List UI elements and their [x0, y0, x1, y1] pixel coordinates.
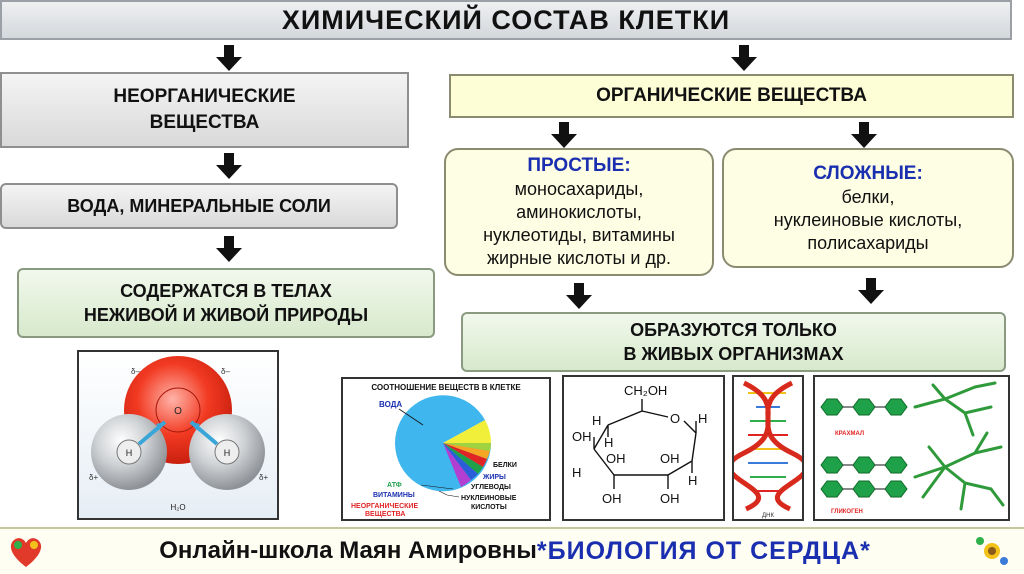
partial-charge-label: δ+	[89, 473, 98, 482]
water-molecule-icon: O H H δ– δ– δ+ δ+ H₂O	[89, 356, 268, 512]
complex-item: полисахариды	[807, 232, 929, 253]
glycogen-label: ГЛИКОГЕН	[831, 509, 863, 515]
simple-item: аминокислоты,	[516, 202, 642, 222]
pie-label-fats: ЖИРЫ	[482, 474, 506, 481]
polysaccharides-image: КРАХМАЛ ГЛИКОГЕН	[813, 375, 1010, 521]
hydrogen-atom-label: H	[126, 448, 133, 458]
inorganic-substances-box: НЕОРГАНИЧЕСКИЕ ВЕЩЕСТВА	[0, 72, 409, 148]
inorganic-label-line2: ВЕЩЕСТВА	[149, 112, 260, 133]
hydroxyl-label: OH	[572, 429, 592, 444]
arrow-down-icon	[216, 153, 242, 179]
hydrogen-label: H	[572, 465, 581, 480]
water-formula: H₂O	[170, 503, 185, 512]
hydrogen-label: H	[688, 473, 697, 488]
simple-heading: ПРОСТЫЕ:	[527, 155, 631, 176]
page-title: ХИМИЧЕСКИЙ СОСТАВ КЛЕТКИ	[0, 0, 1012, 40]
arrow-down-icon	[858, 278, 884, 304]
organic-label: ОРГАНИЧЕСКИЕ ВЕЩЕСТВА	[596, 85, 867, 106]
organic-substances-box: ОРГАНИЧЕСКИЕ ВЕЩЕСТВА	[449, 74, 1014, 118]
organic-occurrence-box: ОБРАЗУЮТСЯ ТОЛЬКО В ЖИВЫХ ОРГАНИЗМАХ	[461, 312, 1006, 372]
hydrogen-label: H	[592, 413, 601, 428]
dna-helix-image: ДНК	[726, 375, 810, 521]
complex-heading: СЛОЖНЫЕ:	[813, 162, 923, 184]
hydrogen-label: H	[698, 411, 707, 426]
partial-charge-label: δ+	[259, 473, 268, 482]
school-name: Онлайн-школа Маян Амировны	[159, 537, 537, 564]
hydroxyl-label: OH	[660, 491, 680, 506]
simple-item: жирные кислоты и др.	[487, 248, 671, 268]
heart-logo-icon	[10, 538, 42, 567]
pie-label-vitamins: ВИТАМИНЫ	[373, 492, 415, 499]
pie-label-carbs: УГЛЕВОДЫ	[471, 484, 511, 491]
substance-ratio-image: СООТНОШЕНИЕ ВЕЩЕСТВ В КЛЕТКЕ ВОДА БЕЛКИ …	[341, 377, 551, 521]
arrow-down-icon	[851, 122, 877, 148]
partial-charge-label: δ–	[221, 367, 230, 376]
inorganic-examples-box: ВОДА, МИНЕРАЛЬНЫЕ СОЛИ	[0, 183, 398, 229]
arrow-down-icon	[216, 236, 242, 262]
polysaccharides-icon: КРАХМАЛ ГЛИКОГЕН	[820, 381, 1005, 515]
pie-slice-nucleic	[443, 443, 487, 467]
partial-charge-label: δ–	[131, 367, 140, 376]
inorganic-examples: ВОДА, МИНЕРАЛЬНЫЕ СОЛИ	[67, 196, 331, 216]
pie-title: СООТНОШЕНИЕ ВЕЩЕСТВ В КЛЕТКЕ	[371, 383, 521, 392]
water-molecule-image: O H H δ– δ– δ+ δ+ H₂O	[77, 350, 279, 520]
hydrogen-atom-label: H	[224, 448, 231, 458]
dna-helix-icon: ДНК	[726, 380, 810, 519]
hydroxyl-label: OH	[602, 491, 622, 506]
starch-label: КРАХМАЛ	[835, 431, 864, 437]
footer-caption: Онлайн-школа Маян Амировны*БИОЛОГИЯ ОТ С…	[80, 531, 950, 571]
complex-item: белки,	[841, 186, 895, 207]
inorganic-label-line1: НЕОРГАНИЧЕСКИЕ	[113, 86, 296, 107]
inorganic-occurrence-box: СОДЕРЖАТСЯ В ТЕЛАХ НЕЖИВОЙ И ЖИВОЙ ПРИРО…	[17, 268, 435, 338]
pie-slice-inorganic	[443, 443, 471, 487]
footer-bar	[0, 527, 1024, 574]
pie-slice-vitamins	[443, 443, 478, 480]
arrow-down-icon	[216, 45, 242, 71]
pie-label-inorganic: ВЕЩЕСТВА	[365, 511, 405, 518]
pie-slice-fats	[443, 443, 491, 451]
pie-label-inorganic: НЕОРГАНИЧЕСКИЕ	[351, 503, 418, 510]
complex-item: нуклеиновые кислоты,	[773, 209, 963, 230]
pie-label-proteins: БЕЛКИ	[493, 462, 517, 469]
complex-substances-box: СЛОЖНЫЕ: белки, нуклеиновые кислоты, пол…	[722, 148, 1014, 268]
oxygen-atom-label: O	[174, 406, 182, 417]
organic-occurrence-line2: В ЖИВЫХ ОРГАНИЗМАХ	[623, 344, 844, 364]
pie-slice-proteins	[443, 420, 491, 443]
simple-item: нуклеотиды, витамины	[483, 225, 675, 245]
organic-occurrence-line1: ОБРАЗУЮТСЯ ТОЛЬКО	[630, 320, 837, 340]
glucose-structure-image: CH₂OH O H H H OH OH OH H H OH OH	[562, 375, 725, 521]
school-slogan: *БИОЛОГИЯ ОТ СЕРДЦА*	[536, 536, 871, 565]
hydrogen-label: H	[604, 435, 613, 450]
ring-oxygen: O	[670, 411, 680, 426]
inorganic-occurrence-line2: НЕЖИВОЙ И ЖИВОЙ ПРИРОДЫ	[83, 305, 369, 325]
pie-label-atp: АТФ	[387, 482, 402, 489]
arrow-down-icon	[551, 122, 577, 148]
arrow-down-icon	[731, 45, 757, 71]
inorganic-occurrence-line1: СОДЕРЖАТСЯ В ТЕЛАХ	[120, 281, 332, 301]
flower-logo-icon	[976, 537, 1008, 565]
simple-substances-box: ПРОСТЫЕ: моносахариды, аминокислоты, нук…	[444, 148, 714, 276]
arrow-down-icon	[566, 283, 592, 309]
glucose-ring-icon: CH₂OH O H H H OH OH OH H H OH OH	[572, 383, 707, 506]
substance-ratio-pie: СООТНОШЕНИЕ ВЕЩЕСТВ В КЛЕТКЕ ВОДА БЕЛКИ …	[351, 383, 521, 518]
pie-label-nucleic: КИСЛОТЫ	[471, 504, 507, 511]
pie-slice-carbs	[443, 443, 490, 459]
pie-slice-atp	[443, 443, 483, 474]
simple-item: моносахариды,	[514, 179, 644, 199]
dna-caption: ДНК	[762, 513, 774, 519]
ch2oh-group: CH₂OH	[624, 383, 667, 398]
hydroxyl-label: OH	[660, 451, 680, 466]
pie-label-nucleic: НУКЛЕИНОВЫЕ	[461, 495, 517, 502]
hydroxyl-label: OH	[606, 451, 626, 466]
pie-label-water: ВОДА	[379, 400, 402, 409]
